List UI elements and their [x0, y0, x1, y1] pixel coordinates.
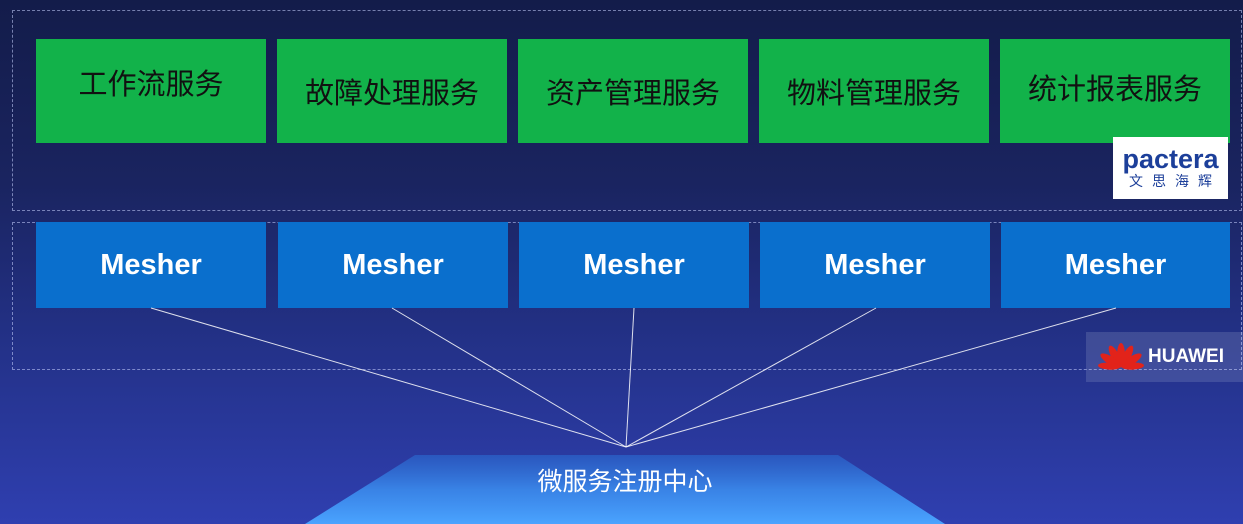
- service-box-fault-handling: 故障处理服务: [277, 39, 507, 143]
- mesher-label: Mesher: [1064, 248, 1167, 281]
- huawei-wordmark: HUAWEI: [1148, 346, 1224, 367]
- huawei-flower-icon: [1098, 343, 1144, 370]
- pactera-wordmark: pactera: [1122, 144, 1219, 174]
- service-box-statistics-report: 统计报表服务: [1000, 39, 1230, 143]
- mesher-box-4: Mesher: [760, 222, 990, 308]
- registry-label: 微服务注册中心: [537, 467, 713, 496]
- mesher-label: Mesher: [824, 248, 926, 281]
- mesher-box-5: Mesher: [1001, 222, 1230, 308]
- mesher-box-3: Mesher: [519, 222, 749, 308]
- mesher-box-1: Mesher: [36, 222, 266, 308]
- service-label: 统计报表服务: [1027, 72, 1202, 106]
- service-label: 物料管理服务: [786, 76, 961, 110]
- pactera-chinese-name: 文思海辉: [1129, 174, 1221, 190]
- mesher-label: Mesher: [583, 248, 685, 281]
- service-box-material-management: 物料管理服务: [759, 39, 989, 143]
- service-label: 故障处理服务: [304, 76, 479, 110]
- service-box-workflow: 工作流服务: [36, 39, 266, 143]
- pactera-logo: pactera 文思海辉: [1113, 137, 1228, 199]
- huawei-logo: HUAWEI: [1086, 332, 1243, 382]
- mesher-label: Mesher: [342, 248, 444, 281]
- service-label: 资产管理服务: [545, 76, 720, 110]
- service-box-asset-management: 资产管理服务: [518, 39, 748, 143]
- services-group-border: [12, 10, 1242, 211]
- service-label: 工作流服务: [78, 67, 224, 101]
- mesher-box-2: Mesher: [278, 222, 508, 308]
- mesher-label: Mesher: [100, 248, 202, 281]
